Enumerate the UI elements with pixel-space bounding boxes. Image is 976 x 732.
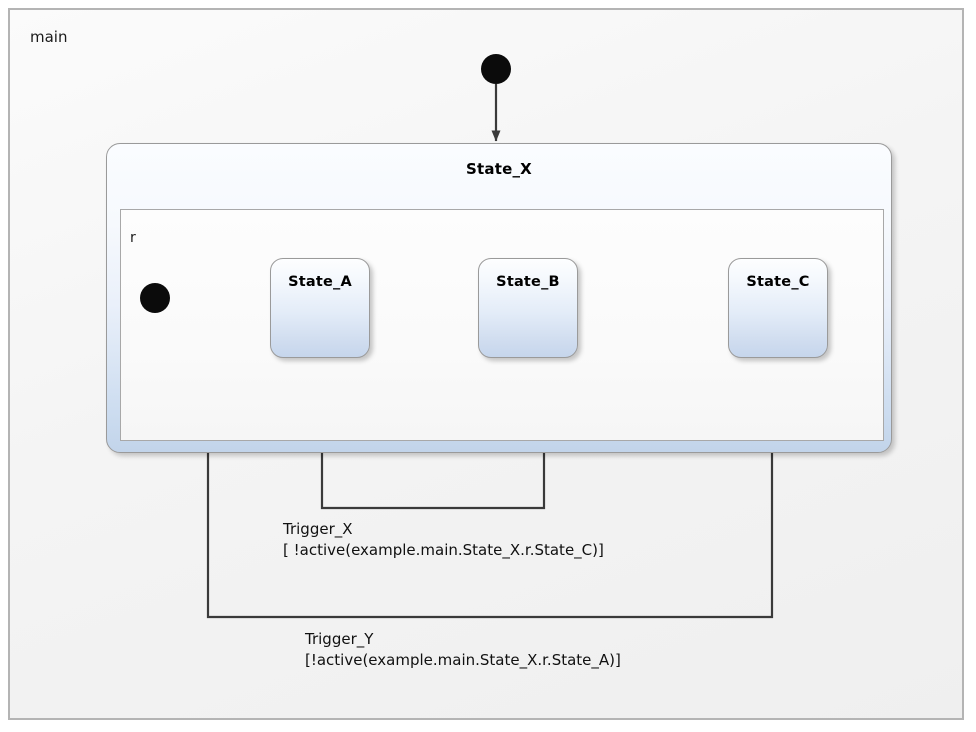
initial-state-node-main[interactable] <box>481 54 511 84</box>
transition-trigger-name-y: Trigger_Y <box>305 630 374 648</box>
main-region-label: main <box>30 28 68 46</box>
state-label-state-b: State_B <box>496 274 560 290</box>
region-label: r <box>130 230 136 246</box>
state-label-state-a: State_A <box>288 274 352 290</box>
initial-state-node-region-r[interactable] <box>140 283 170 313</box>
composite-state-title: State_X <box>466 160 532 178</box>
state-label-state-c: State_C <box>746 274 810 290</box>
transition-label-trigger-x[interactable]: Trigger_X [ !active(example.main.State_X… <box>283 519 604 561</box>
state-node-state-a[interactable]: State_A <box>270 258 370 358</box>
state-node-state-b[interactable]: State_B <box>478 258 578 358</box>
transition-trigger-name-x: Trigger_X <box>283 520 353 538</box>
state-node-state-c[interactable]: State_C <box>728 258 828 358</box>
transition-label-trigger-y[interactable]: Trigger_Y [!active(example.main.State_X.… <box>305 629 621 671</box>
transition-guard-x: [ !active(example.main.State_X.r.State_C… <box>283 541 604 559</box>
transition-guard-y: [!active(example.main.State_X.r.State_A)… <box>305 651 621 669</box>
